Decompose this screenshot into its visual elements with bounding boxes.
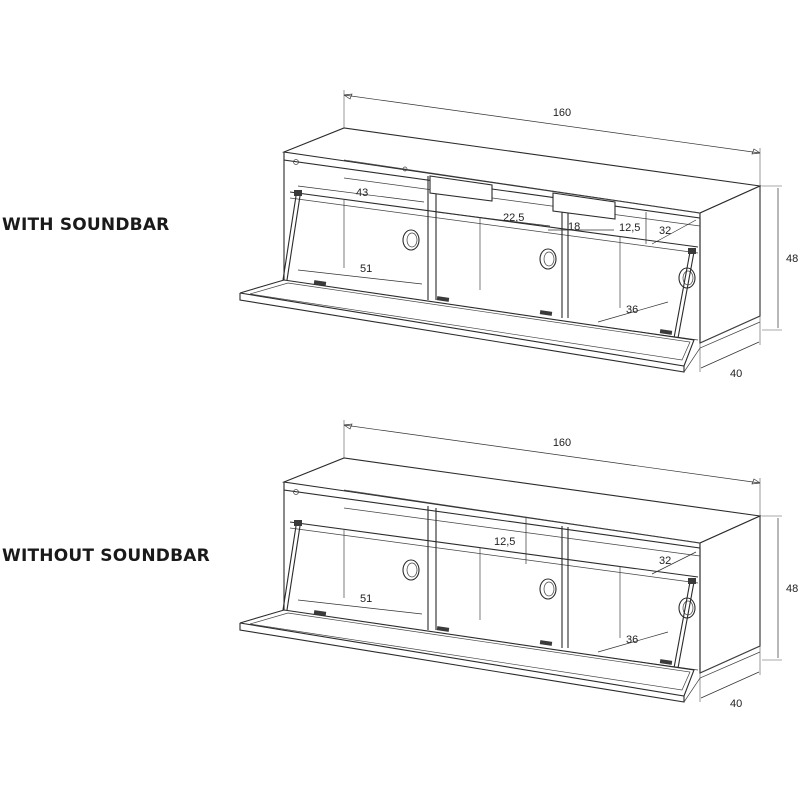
dim-height-label: 48 bbox=[786, 253, 798, 265]
cable-hole bbox=[402, 229, 420, 251]
with-soundbar-label: WITH SOUNDBAR bbox=[2, 215, 170, 235]
cabinet-right-side bbox=[699, 515, 761, 674]
dim-depth-label: 40 bbox=[730, 698, 742, 710]
cabinet-without-soundbar bbox=[239, 420, 782, 703]
dim-width-label: 160 bbox=[553, 107, 571, 119]
dim-width-label: 160 bbox=[553, 437, 571, 449]
cable-hole bbox=[402, 559, 420, 581]
dimension-labels-top: 160 48 40 43 22,5 18 12,5 32 51 36 bbox=[356, 107, 798, 380]
soundbar-slot-right bbox=[552, 192, 616, 220]
flap-door-open bbox=[239, 279, 695, 367]
dim-right-depth-label: 32 bbox=[659, 555, 671, 567]
soundbar-slot-left bbox=[429, 175, 493, 202]
dim-depth-label: 40 bbox=[730, 368, 742, 380]
dim-soundbar-shelf-label: 18 bbox=[568, 221, 580, 233]
dim-height-label: 48 bbox=[786, 583, 798, 595]
cable-hole bbox=[539, 248, 557, 270]
flap-door-open bbox=[239, 609, 695, 697]
dim-inner-depth-label: 36 bbox=[626, 304, 638, 316]
cabinet-with-soundbar bbox=[239, 90, 782, 373]
cabinet-right-side bbox=[699, 185, 761, 344]
cable-hole bbox=[539, 578, 557, 600]
dim-inner-depth-label: 36 bbox=[626, 634, 638, 646]
dim-shelf-gap-label: 12,5 bbox=[494, 536, 515, 548]
without-soundbar-label: WITHOUT SOUNDBAR bbox=[2, 546, 210, 566]
dim-flap-width-label: 51 bbox=[360, 593, 372, 605]
dim-right-depth-label: 32 bbox=[659, 225, 671, 237]
dim-flap-width-label: 51 bbox=[360, 263, 372, 275]
dim-right-gap-label: 12,5 bbox=[619, 222, 640, 234]
dimension-labels-bottom: 160 48 40 12,5 32 51 36 bbox=[360, 437, 798, 710]
dim-soundbar-gap-label: 22,5 bbox=[503, 212, 524, 224]
dim-shelf-left-label: 43 bbox=[356, 187, 368, 199]
